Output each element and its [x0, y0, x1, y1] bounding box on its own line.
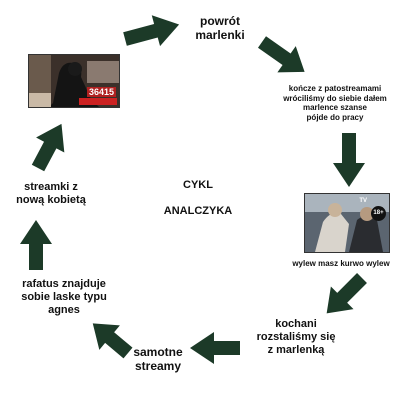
center-title-line-2: ANALCZYKA — [163, 205, 233, 217]
arrow-right-icon — [326, 273, 367, 314]
powrot-line-2: marlenki — [195, 28, 245, 43]
label-rafatus: rafatus znajduje sobie laske typu agnes — [2, 278, 126, 318]
arrow-right-icon — [20, 220, 52, 270]
arrow-right-icon — [123, 15, 180, 47]
label-wylew: wylew masz kurwo wylew — [292, 259, 390, 268]
video-thumbnail-2: TV 18+ — [304, 193, 390, 253]
kochani-line-2: rozstaliśmy się — [256, 331, 336, 344]
video-thumbnail-1-art — [29, 55, 119, 107]
arrow-right-icon — [31, 123, 65, 172]
arrow-right-icon — [333, 133, 365, 187]
video-thumbnail-1: 36415 — [28, 54, 120, 108]
label-koncze: kończe z patostreamami wróciliśmy do sie… — [270, 84, 400, 122]
koncze-line-3: marlence szanse — [302, 103, 368, 113]
arrow-right-icon — [190, 332, 240, 364]
koncze-line-2: wróciliśmy do siebie dałem — [283, 93, 387, 103]
streamki-line-2: nową kobietą — [16, 194, 86, 207]
center-title: CYKL ANALCZYKA — [148, 179, 248, 217]
kochani-line-1: kochani — [275, 318, 317, 330]
video-thumbnail-2-art — [305, 194, 389, 252]
rafatus-line-2: sobie laske typu — [21, 291, 107, 304]
arrow-right-icon — [92, 323, 133, 359]
samotne-line-2: streamy — [134, 359, 182, 374]
powrot-line-1: powrót — [200, 14, 240, 28]
rafatus-line-1: rafatus znajduje — [22, 278, 106, 290]
samotne-line-1: samotne — [133, 345, 183, 359]
label-samotne-streamy: samotne streamy — [118, 345, 198, 374]
streamki-line-1: streamki z — [24, 181, 78, 193]
tv-label: TV — [359, 198, 367, 204]
label-kochani: kochani rozstaliśmy się z marlenką — [240, 318, 352, 358]
age-badge: 18+ — [371, 206, 386, 221]
arrow-right-icon — [257, 36, 305, 73]
counter-badge: 36415 — [86, 87, 116, 97]
thumb1-stripe — [79, 98, 117, 105]
koncze-line-4: pójde do pracy — [306, 112, 364, 122]
label-powrot-marlenki: powrót marlenki — [180, 14, 260, 43]
koncze-line-1: kończe z patostreamami — [288, 84, 382, 93]
center-title-line-1: CYKL — [183, 179, 213, 191]
label-streamki: streamki z nową kobietą — [2, 181, 100, 207]
rafatus-line-3: agnes — [48, 304, 80, 317]
kochani-line-3: z marlenką — [267, 344, 325, 357]
